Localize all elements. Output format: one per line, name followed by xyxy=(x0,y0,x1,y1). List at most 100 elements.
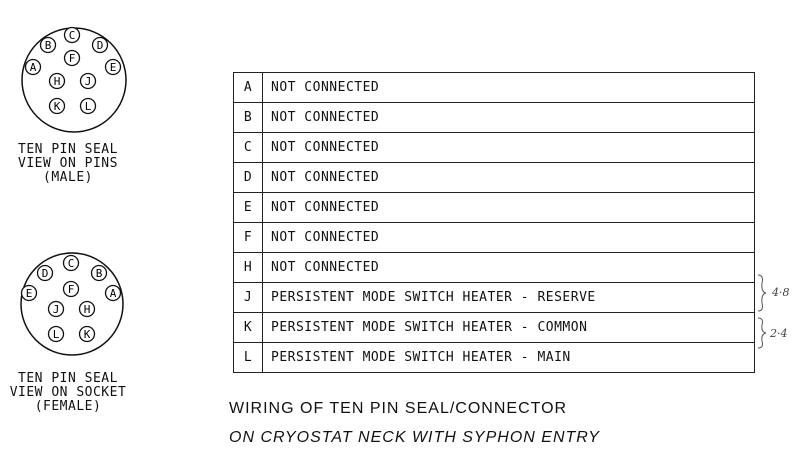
pin-cell: E xyxy=(233,192,263,223)
female-pin-a: A xyxy=(104,284,122,302)
pin-cell: A xyxy=(233,72,263,103)
male-label-line1: TEN PIN SEAL xyxy=(18,142,118,157)
female-label-line2: VIEW ON SOCKET xyxy=(9,385,127,400)
pin-circle xyxy=(48,97,66,115)
male-pin-k: K xyxy=(48,97,66,115)
pin-letter: F xyxy=(68,283,75,296)
female-label-line1: TEN PIN SEAL xyxy=(18,371,118,386)
male-label-line2: VIEW ON PINS xyxy=(18,156,118,171)
pin-circle xyxy=(91,36,109,54)
pin-circle xyxy=(78,300,96,318)
pin-circle xyxy=(20,284,38,302)
pin-letter: C xyxy=(68,257,75,270)
description-cell: NOT CONNECTED xyxy=(262,252,755,283)
pin-circle xyxy=(63,49,81,67)
pin-letter: L xyxy=(53,328,60,341)
female-pin-f: F xyxy=(62,280,80,298)
pin-circle xyxy=(36,264,54,282)
pin-letter: C xyxy=(69,29,76,42)
pin-cell: B xyxy=(233,102,263,133)
pin-circle xyxy=(62,254,80,272)
pin-circle xyxy=(39,36,57,54)
caption-line2: ON CRYOSTAT NECK WITH SYPHON ENTRY xyxy=(229,429,600,446)
pin-circle xyxy=(78,325,96,343)
pin-circle xyxy=(104,284,122,302)
pin-letter: K xyxy=(54,100,61,113)
pin-circle xyxy=(79,72,97,90)
female-pin-e: E xyxy=(20,284,38,302)
pin-circle xyxy=(48,72,66,90)
male-label-line3: (MALE) xyxy=(43,170,93,185)
pin-cell: K xyxy=(233,312,263,343)
male-label: TEN PIN SEAL VIEW ON PINS (MALE) xyxy=(0,143,138,185)
description-cell: NOT CONNECTED xyxy=(262,132,755,163)
pin-letter: B xyxy=(45,39,52,52)
pin-cell: J xyxy=(233,282,263,313)
pin-letter: J xyxy=(53,303,60,316)
pin-circle xyxy=(79,97,97,115)
pin-letter: E xyxy=(26,287,33,300)
female-pin-c: C xyxy=(62,254,80,272)
annotation-kl: 2·4 xyxy=(770,327,788,340)
male-pin-d: D xyxy=(91,36,109,54)
male-pin-e: E xyxy=(104,58,122,76)
description-cell: PERSISTENT MODE SWITCH HEATER - MAIN xyxy=(262,342,755,373)
female-label-line3: (FEMALE) xyxy=(34,399,102,414)
pin-letter: F xyxy=(69,52,76,65)
female-pin-k: K xyxy=(78,325,96,343)
pin-cell: D xyxy=(233,162,263,193)
pin-letter: A xyxy=(110,287,117,300)
description-cell: NOT CONNECTED xyxy=(262,222,755,253)
female-pin-b: B xyxy=(90,264,108,282)
pin-letter: E xyxy=(110,61,117,74)
annotation-jk: 4·8 xyxy=(772,286,790,299)
pin-letter: A xyxy=(30,61,37,74)
pin-circle xyxy=(90,264,108,282)
female-label: TEN PIN SEAL VIEW ON SOCKET (FEMALE) xyxy=(0,372,138,414)
pin-cell: F xyxy=(233,222,263,253)
pin-letter: L xyxy=(85,100,92,113)
male-pin-b: B xyxy=(39,36,57,54)
description-cell: NOT CONNECTED xyxy=(262,192,755,223)
pin-letter: J xyxy=(85,75,92,88)
pin-circle xyxy=(47,325,65,343)
pin-letter: K xyxy=(84,328,91,341)
description-cell: PERSISTENT MODE SWITCH HEATER - COMMON xyxy=(262,312,755,343)
pin-circle xyxy=(24,58,42,76)
pin-cell: H xyxy=(233,252,263,283)
male-pin-j: J xyxy=(79,72,97,90)
description-cell: PERSISTENT MODE SWITCH HEATER - RESERVE xyxy=(262,282,755,313)
male-connector-outline xyxy=(21,27,127,133)
male-pin-a: A xyxy=(24,58,42,76)
female-pin-j: J xyxy=(47,300,65,318)
male-pin-f: F xyxy=(63,49,81,67)
description-cell: NOT CONNECTED xyxy=(262,102,755,133)
pin-circle xyxy=(104,58,122,76)
pin-letter: B xyxy=(96,267,103,280)
male-pin-c: C xyxy=(63,26,81,44)
pin-letter: H xyxy=(84,303,91,316)
male-pin-h: H xyxy=(48,72,66,90)
female-pin-d: D xyxy=(36,264,54,282)
pin-letter: H xyxy=(54,75,61,88)
female-connector-outline xyxy=(20,252,124,356)
description-cell: NOT CONNECTED xyxy=(262,72,755,103)
pin-circle xyxy=(62,280,80,298)
pin-letter: D xyxy=(97,39,104,52)
pin-cell: L xyxy=(233,342,263,373)
male-pin-l: L xyxy=(79,97,97,115)
pin-letter: D xyxy=(42,267,49,280)
pin-circle xyxy=(63,26,81,44)
female-pin-l: L xyxy=(47,325,65,343)
